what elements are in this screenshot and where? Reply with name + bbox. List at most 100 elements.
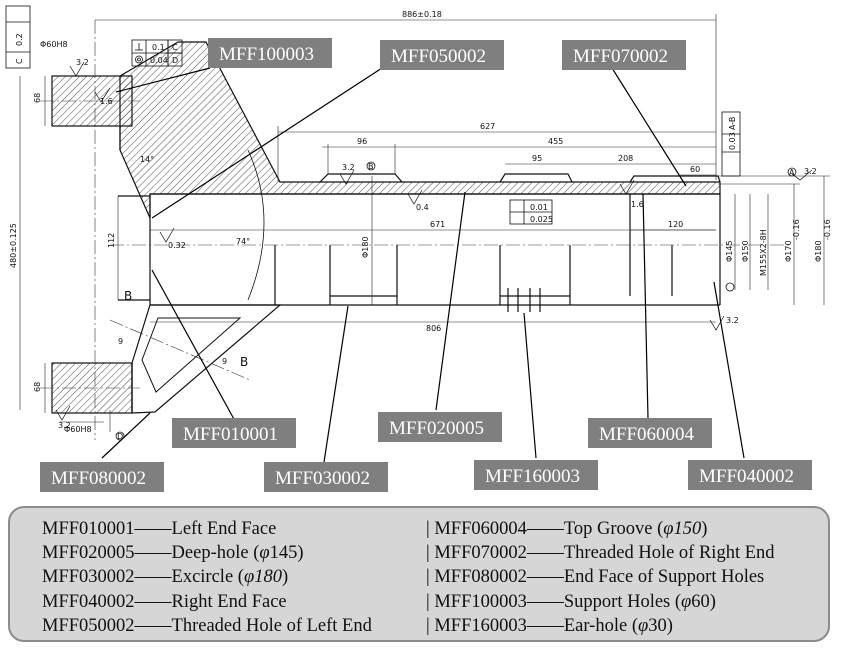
gdt-cyl-val: 0.01 <box>530 203 548 212</box>
legend-row: | MFF070002——Threaded Hole of Right End <box>426 541 775 565</box>
section-b-top: B <box>124 289 132 303</box>
dim-overall-length: 886±0.18 <box>402 10 442 19</box>
callout-mff020005: MFF020005 <box>389 418 484 439</box>
legend-desc: Support Holes ( <box>563 591 682 612</box>
gdt-conc-val: 0.04 <box>150 56 168 65</box>
legend-bar: | <box>426 591 430 612</box>
legend-num: 180 <box>254 567 282 588</box>
callout-mff010001: MFF010001 <box>183 424 278 445</box>
legend-desc: Excircle ( <box>171 567 244 588</box>
dim-angle-14: 14° <box>140 155 154 164</box>
dim-dia-150: Φ150 <box>741 240 750 262</box>
legend-code: MFF050002 <box>42 615 135 636</box>
legend-column-right: | MFF060004——Top Groove (φ150) | MFF0700… <box>426 517 775 638</box>
legend-row: MFF040002——Right End Face <box>42 590 372 614</box>
legend-row: MFF020005——Deep-hole (φ145) <box>42 541 372 565</box>
callout-mff100003-box <box>208 38 332 68</box>
callout-mff070002: MFF070002 <box>573 46 668 67</box>
center-lines <box>40 20 790 440</box>
legend-num: 60 <box>691 591 710 612</box>
callout-mff030002-box <box>264 462 388 492</box>
dim-tol-180: -0.16 <box>823 219 832 240</box>
dim-len-95: 95 <box>532 154 542 163</box>
legend-num: 30 <box>648 615 667 636</box>
legend-row: MFF050002——Threaded Hole of Left End <box>42 614 372 638</box>
dim-tol-170: -0.16 <box>792 219 801 240</box>
dim-ear-height-bottom: 68 <box>33 382 42 392</box>
legend-row: | MFF080002——End Face of Support Holes <box>426 565 775 589</box>
legend-dash: —— <box>526 567 564 588</box>
gdt-runout-val: 0.03 <box>728 132 737 150</box>
callout-mff070002-box <box>562 40 686 70</box>
gdt-perp-ref: C <box>15 58 24 64</box>
gdt-pos-ref: C <box>172 43 178 52</box>
dim-thread-m155: M155X2-8H <box>759 229 768 276</box>
dimension-lines <box>19 14 830 432</box>
dim-roughness-8: 3.2 <box>726 316 739 325</box>
legend-close: ) <box>709 591 716 612</box>
legend-code: MFF020005 <box>42 543 135 564</box>
dim-roughness-7: 3.2 <box>804 167 817 176</box>
dim-dia-180-left: Φ180 <box>361 236 370 258</box>
gdt-str-val: 0.025 <box>530 215 553 224</box>
legend-num: 150 <box>673 519 702 539</box>
dim-dia-180-right: Φ180 <box>814 240 823 262</box>
legend-code: MFF070002 <box>434 543 527 564</box>
dim-roughness-3: 3.2 <box>342 163 355 172</box>
legend-phi: φ <box>681 591 692 612</box>
dim-9a: 9 <box>118 337 123 346</box>
legend-panel: MFF010001——Left End Face MFF020005——Deep… <box>8 506 830 642</box>
gdt-frames <box>5 5 797 441</box>
gdt-pos-val: 0.1 <box>152 43 165 52</box>
callout-mff030002: MFF030002 <box>275 468 370 489</box>
dimension-texts: 886±0.18 Φ60H8 3.2 1.6 68 480±0.125 112 … <box>9 10 832 434</box>
legend-dash: —— <box>134 615 172 636</box>
gdt-datum-d: D <box>117 432 123 441</box>
legend-bar: | <box>426 519 430 539</box>
legend-dash: —— <box>526 591 564 612</box>
legend-dash: —— <box>134 543 172 564</box>
dim-len-120: 120 <box>668 220 683 229</box>
legend-phi: φ <box>663 519 674 539</box>
legend-row: | MFF160003——Ear-hole (φ30) <box>426 614 775 638</box>
dim-len-671: 671 <box>430 220 445 229</box>
legend-desc: Left End Face <box>171 519 277 539</box>
legend-desc: Threaded Hole of Left End <box>171 615 372 636</box>
callout-mff080002: MFF080002 <box>51 468 146 489</box>
legend-phi: φ <box>243 567 255 588</box>
dim-dia-145: Φ145 <box>725 240 734 262</box>
legend-dash: —— <box>134 519 172 539</box>
roughness-symbols <box>55 61 813 421</box>
dim-len-806: 806 <box>426 324 441 333</box>
dim-roughness-9: 3.2 <box>58 421 71 430</box>
legend-desc: Top Groove ( <box>563 519 664 539</box>
dim-len-60: 60 <box>690 165 700 174</box>
legend-code: MFF080002 <box>434 567 527 588</box>
legend-dash: —— <box>134 591 172 612</box>
gdt-datum-a: A <box>789 168 795 177</box>
gdt-texts: 0.1 C 0.04 D 0.2 C 0.01 0.025 0.03 A-B A… <box>15 33 795 441</box>
callout-mff060004: MFF060004 <box>599 424 695 445</box>
legend-code: MFF040002 <box>42 591 135 612</box>
legend-row: MFF010001——Left End Face <box>42 517 372 541</box>
section-b-bottom: B <box>240 355 248 369</box>
callout-mff020005-box <box>378 412 502 442</box>
legend-close: ) <box>701 519 708 539</box>
dim-len-96: 96 <box>357 137 367 146</box>
legend-code: MFF030002 <box>42 567 135 588</box>
dim-roughness-1: 3.2 <box>76 58 89 67</box>
part-outline <box>51 41 721 414</box>
gdt-runout-ref: A-B <box>728 117 737 130</box>
dim-9b: 9 <box>222 357 227 366</box>
legend-bar: | <box>426 615 430 636</box>
gdt-perp-val: 0.2 <box>15 33 24 46</box>
gdt-datum-b: B <box>368 162 374 171</box>
legend-desc: Deep-hole ( <box>171 543 260 564</box>
legend-close: ) <box>281 567 289 588</box>
legend-column-left: MFF010001——Left End Face MFF020005——Deep… <box>42 517 372 638</box>
dim-len-208: 208 <box>618 154 633 163</box>
legend-code: MFF060004 <box>434 519 527 539</box>
callout-mff100003: MFF100003 <box>219 44 314 65</box>
legend-row: MFF030002——Excircle (φ180) <box>42 565 372 589</box>
legend-dash: —— <box>526 519 564 539</box>
